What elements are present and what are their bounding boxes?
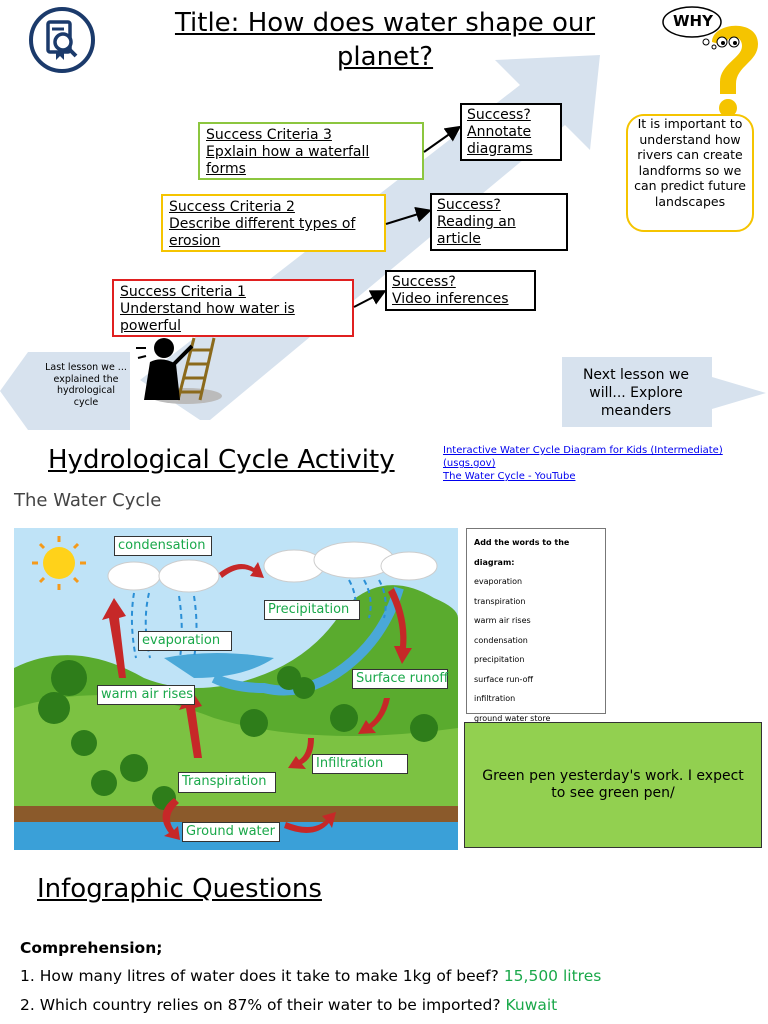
success-3-line2: Annotate — [467, 124, 532, 140]
success-box-2: Success? Reading an article — [430, 193, 568, 251]
success-box-3: Success? Annotate diagrams — [460, 103, 562, 161]
success-1-line1: Success? — [392, 274, 456, 290]
label-evaporation: evaporation — [138, 631, 232, 651]
question-1-answer: 15,500 litres — [503, 967, 602, 985]
criteria-3-line2: Epxlain how a waterfall — [206, 144, 370, 160]
last-lesson-callout: Last lesson we ... explained the hydrolo… — [0, 352, 130, 430]
word-item: transpiration — [474, 596, 526, 606]
green-pen-text: Green pen yesterday's work. I expect to … — [482, 768, 744, 801]
label-condensation: condensation — [114, 536, 212, 556]
water-cycle-diagram: condensation Precipitation evaporation S… — [14, 528, 458, 850]
question-2: 2. Which country relies on 87% of their … — [20, 991, 760, 1020]
word-item: evaporation — [474, 577, 523, 586]
logo-icon — [28, 6, 96, 74]
resource-links: Interactive Water Cycle Diagram for Kids… — [443, 444, 768, 483]
criteria-3-title: Success Criteria 3 — [206, 127, 332, 143]
success-3-line3: diagrams — [467, 141, 533, 157]
success-criteria-2: Success Criteria 2 Describe different ty… — [161, 194, 386, 252]
question-2-answer: Kuwait — [505, 996, 558, 1014]
why-graphic: WHY — [660, 4, 766, 120]
success-box-1: Success? Video inferences — [385, 270, 536, 311]
question-2-text: 2. Which country relies on 87% of their … — [20, 996, 501, 1014]
word-bank: Add the words to the diagram: evaporatio… — [466, 528, 606, 723]
questions-list: 1. How many litres of water does it take… — [20, 962, 760, 1020]
title-line-1: Title: How does water shape our — [174, 8, 596, 38]
word-item: condensation — [474, 635, 528, 645]
success-criteria-3: Success Criteria 3 Epxlain how a waterfa… — [198, 122, 424, 180]
last-lesson-text: Last lesson we ... explained the hydrolo… — [45, 362, 127, 408]
page-title: Title: How does water shape our planet? — [140, 6, 630, 74]
success-2-line1: Success? — [437, 197, 501, 213]
question-1: 1. How many litres of water does it take… — [20, 962, 760, 991]
youtube-link[interactable]: The Water Cycle - YouTube — [443, 471, 576, 482]
criteria-2-line3: erosion — [169, 233, 221, 249]
criteria-1-title: Success Criteria 1 — [120, 284, 246, 300]
word-item: surface run-off — [474, 674, 533, 684]
success-3-line1: Success? — [467, 107, 531, 123]
question-1-text: 1. How many litres of water does it take… — [20, 967, 499, 985]
criteria-3-line3: forms — [206, 161, 246, 177]
word-bank-heading: Add the words to the diagram: — [474, 538, 570, 567]
ladder-figure-icon — [128, 334, 224, 406]
word-item: precipitation — [474, 655, 525, 664]
label-ground-water: Ground water store — [182, 822, 280, 842]
diagram-title: The Water Cycle — [14, 490, 162, 511]
word-item: warm air rises — [474, 616, 531, 625]
success-criteria-1: Success Criteria 1 Understand how water … — [112, 279, 354, 337]
next-lesson-callout: Next lesson we will... Explore meanders — [562, 357, 768, 427]
criteria-2-line2: Describe different types of — [169, 216, 356, 232]
why-explanation: It is important to understand how rivers… — [626, 114, 754, 232]
why-label: WHY — [673, 12, 713, 30]
word-item: infiltration — [474, 694, 516, 703]
label-warm-air-rises: warm air rises — [97, 685, 195, 705]
activity-heading: Hydrological Cycle Activity — [48, 445, 395, 475]
criteria-2-title: Success Criteria 2 — [169, 199, 295, 215]
label-infiltration: Infiltration — [312, 754, 408, 774]
usgs-link[interactable]: Interactive Water Cycle Diagram for Kids… — [443, 445, 723, 469]
title-line-2: planet? — [336, 42, 434, 72]
next-lesson-text: Next lesson we will... Explore meanders — [582, 367, 690, 419]
label-precipitation: Precipitation — [264, 600, 360, 620]
success-2-line2: Reading an — [437, 214, 516, 230]
criteria-1-line2: Understand how water is — [120, 301, 295, 317]
criteria-1-line3: powerful — [120, 318, 181, 334]
label-transpiration: Transpiration — [178, 772, 276, 793]
success-1-line2: Video inferences — [392, 291, 509, 307]
word-item: ground water store — [474, 713, 551, 723]
infographic-heading: Infographic Questions — [37, 874, 322, 904]
success-2-line3: article — [437, 231, 481, 247]
label-surface-runoff: Surface runoff — [352, 669, 448, 689]
comprehension-label: Comprehension; — [20, 939, 163, 957]
green-pen-note: Green pen yesterday's work. I expect to … — [464, 722, 762, 848]
